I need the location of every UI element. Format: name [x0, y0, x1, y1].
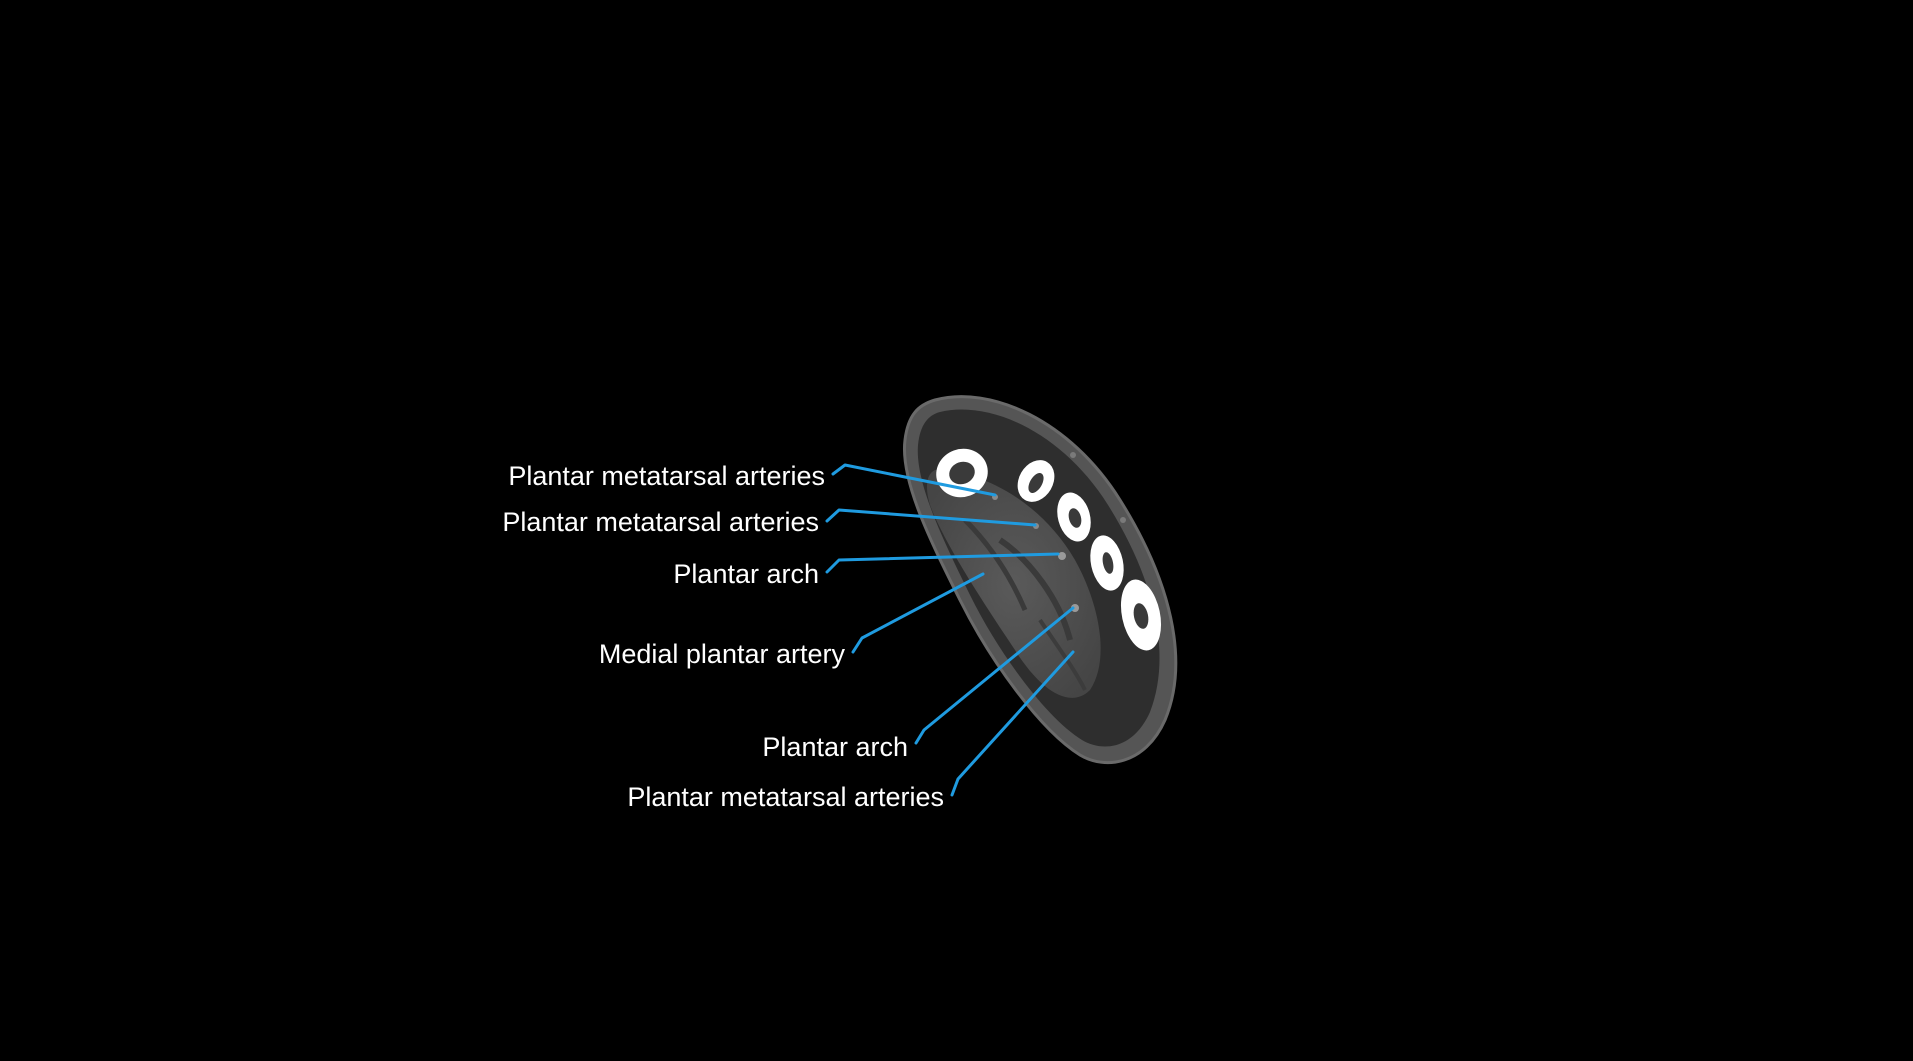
- leader-lines: [825, 463, 1075, 797]
- leader-line-3: [825, 552, 1060, 574]
- leader-line-4: [851, 572, 985, 654]
- label-plantar-metatarsal-arteries-1: Plantar metatarsal arteries: [508, 461, 825, 491]
- metatarsal-4: [1090, 535, 1124, 591]
- label-medial-plantar-artery: Medial plantar artery: [598, 639, 845, 669]
- leader-line-6: [950, 650, 1075, 797]
- label-plantar-arch-2: Plantar arch: [762, 732, 908, 762]
- label-plantar-arch-1: Plantar arch: [673, 559, 819, 589]
- leader-line-2: [825, 508, 1037, 527]
- metatarsal-2: [1017, 460, 1055, 502]
- leader-line-5: [914, 606, 1075, 745]
- metatarsal-bones: [936, 448, 1162, 651]
- metatarsal-3: [1057, 492, 1091, 542]
- label-plantar-metatarsal-arteries-2: Plantar metatarsal arteries: [502, 507, 819, 537]
- leader-line-1: [831, 463, 997, 497]
- metatarsal-5: [1120, 579, 1162, 651]
- label-plantar-metatarsal-arteries-3: Plantar metatarsal arteries: [627, 782, 944, 812]
